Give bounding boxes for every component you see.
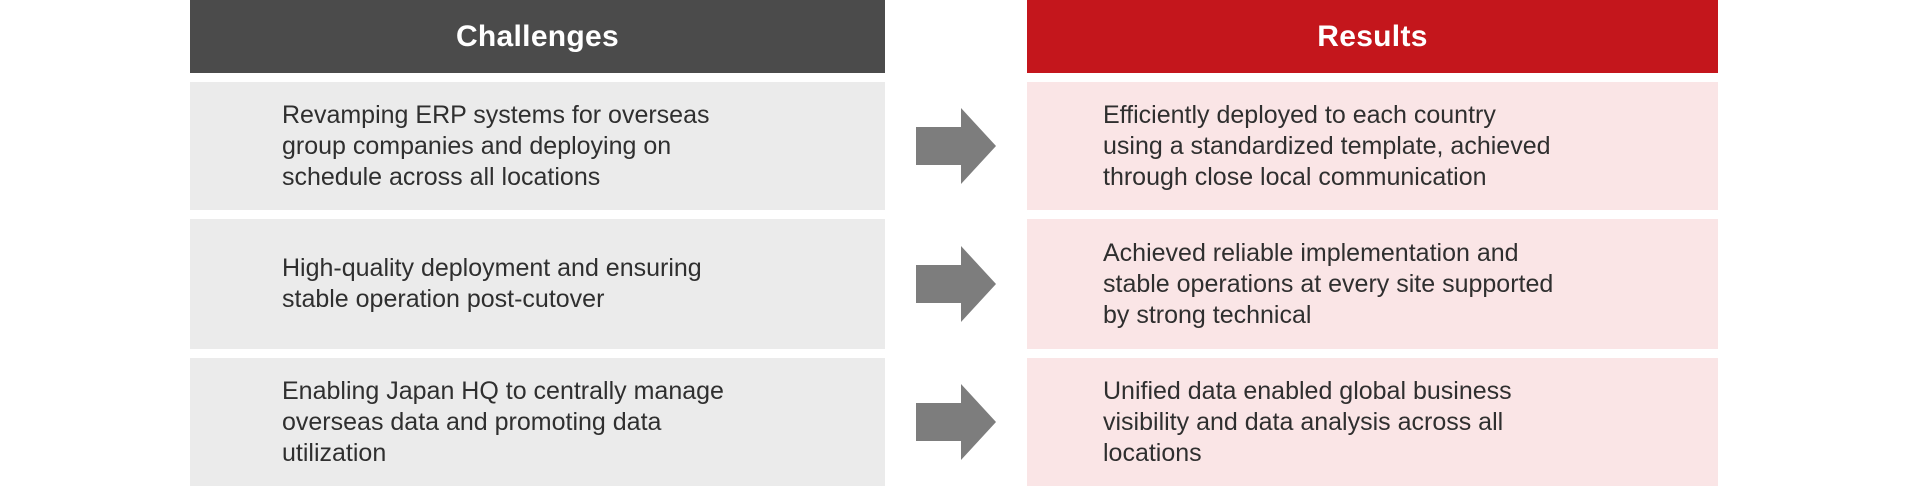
results-title: Results <box>1317 19 1428 53</box>
arrow-cell-2 <box>885 219 1027 349</box>
challenges-header: Challenges <box>190 0 885 73</box>
challenge-row-1: Revamping ERP systems for overseas group… <box>190 82 885 210</box>
challenge-text-3: Enabling Japan HQ to centrally manage ov… <box>282 376 724 467</box>
result-row-1: Efficiently deployed to each country usi… <box>1027 82 1718 210</box>
right-block-arrow-icon <box>916 246 996 322</box>
result-row-2: Achieved reliable implementation and sta… <box>1027 219 1718 349</box>
right-block-arrow-icon <box>916 384 996 460</box>
columns-container: Challenges Revamping ERP systems for ove… <box>190 0 1718 486</box>
results-column: Results Efficiently deployed to each cou… <box>1027 0 1718 486</box>
arrow-cell-1 <box>885 82 1027 210</box>
challenges-title: Challenges <box>455 19 620 53</box>
arrows-header-spacer <box>885 0 1027 73</box>
challenge-text-1: Revamping ERP systems for overseas group… <box>282 100 710 191</box>
result-row-3: Unified data enabled global business vis… <box>1027 358 1718 486</box>
challenge-row-2: High-quality deployment and ensuring sta… <box>190 219 885 349</box>
challenges-column: Challenges Revamping ERP systems for ove… <box>190 0 885 486</box>
result-text-2: Achieved reliable implementation and sta… <box>1103 238 1554 329</box>
arrow-cell-3 <box>885 358 1027 486</box>
right-block-arrow-icon <box>916 108 996 184</box>
result-text-1: Efficiently deployed to each country usi… <box>1103 100 1551 191</box>
results-header: Results <box>1027 0 1718 73</box>
challenge-text-2: High-quality deployment and ensuring sta… <box>282 254 702 313</box>
challenge-row-3: Enabling Japan HQ to centrally manage ov… <box>190 358 885 486</box>
arrows-column <box>885 0 1027 486</box>
result-text-3: Unified data enabled global business vis… <box>1103 376 1512 467</box>
